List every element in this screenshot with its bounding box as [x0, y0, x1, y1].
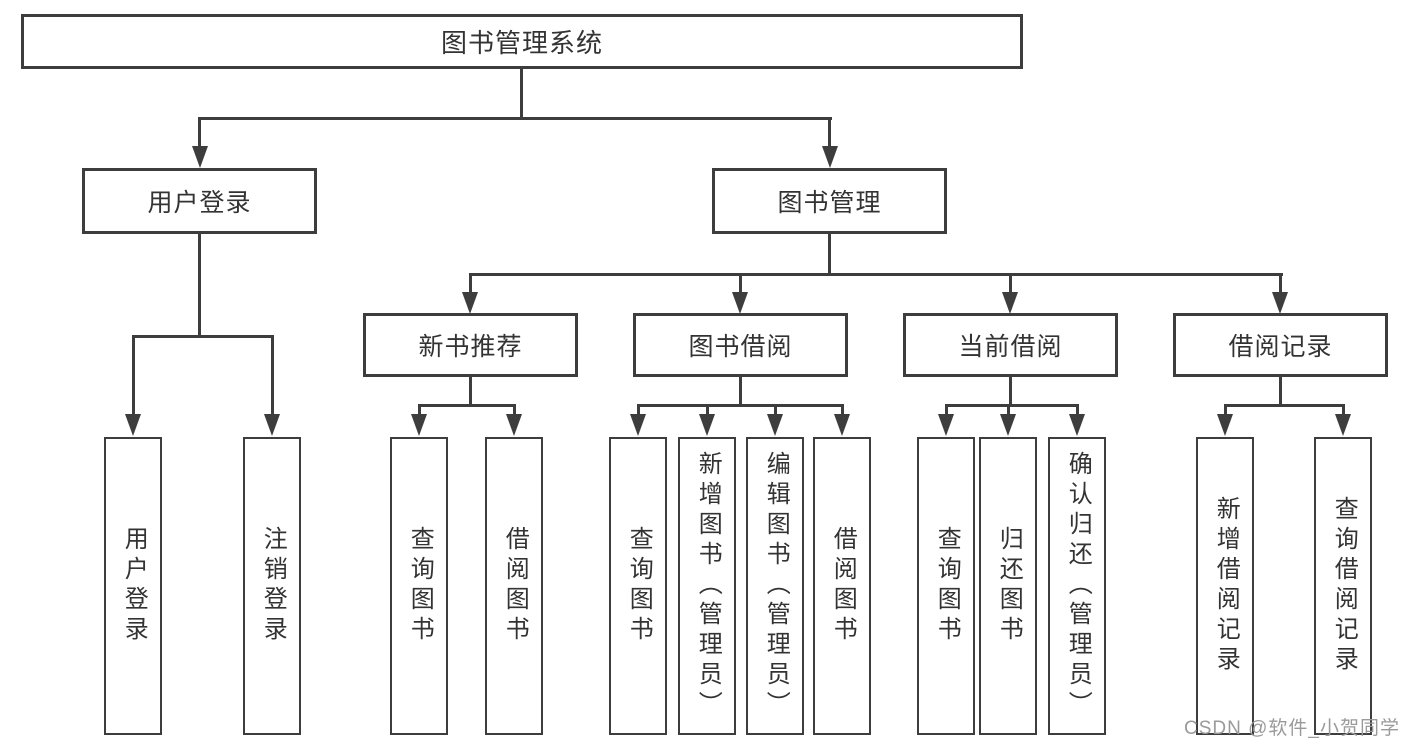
connector-level2-rail: [469, 273, 1283, 276]
connector-leaf-stub: [841, 404, 844, 416]
connector-leaf-stub: [513, 404, 516, 416]
leaf-return-books: 归还图书: [979, 437, 1037, 735]
arrowhead-down-icon: [630, 414, 646, 436]
node-root-label: 图书管理系统: [440, 28, 603, 58]
connector-to-user-login: [198, 117, 201, 147]
connector-new-book-recommend-rail: [418, 404, 516, 407]
connector-leaf-stub: [706, 404, 709, 416]
arrowhead-down-icon: [699, 414, 715, 436]
leaf-query-borrow-record-label: 查询借阅记录: [1330, 496, 1358, 676]
node-root: 图书管理系统: [21, 14, 1023, 69]
leaf-user-login-label: 用户登录: [120, 526, 148, 646]
arrowhead-down-icon: [1002, 292, 1018, 314]
arrowhead-down-icon: [192, 146, 208, 168]
arrowhead-down-icon: [411, 414, 427, 436]
arrowhead-down-icon: [834, 414, 850, 436]
node-book-management-label: 图书管理: [777, 189, 882, 217]
leaf-add-books-admin: 新增图书（管理员）: [678, 437, 736, 735]
leaf-borrow-books-1: 借阅图书: [485, 437, 543, 735]
leaf-edit-books-admin-label: 编辑图书（管理员）: [762, 451, 790, 721]
node-current-borrow: 当前借阅: [903, 313, 1118, 377]
leaf-confirm-return-admin-label: 确认归还（管理员）: [1064, 451, 1092, 721]
node-user-login-label: 用户登录: [147, 189, 252, 217]
node-borrow-records-label: 借阅记录: [1228, 333, 1333, 361]
arrowhead-down-icon: [1000, 414, 1016, 436]
leaf-query-books-3: 查询图书: [917, 437, 975, 735]
leaf-query-borrow-record: 查询借阅记录: [1314, 437, 1372, 735]
connector-user-login-rail: [132, 335, 274, 338]
node-borrow-records: 借阅记录: [1173, 313, 1388, 377]
leaf-logout-label: 注销登录: [259, 526, 287, 646]
connector-root-stem: [520, 69, 523, 120]
leaf-borrow-books-2-label: 借阅图书: [829, 526, 857, 646]
leaf-confirm-return-admin: 确认归还（管理员）: [1048, 437, 1106, 735]
arrowhead-down-icon: [1069, 414, 1085, 436]
connector-book-borrow-rail: [637, 404, 844, 407]
leaf-query-books-3-label: 查询图书: [933, 526, 961, 646]
connector-leaf-stub: [774, 404, 777, 416]
connector-leaf-stub: [1007, 404, 1010, 416]
leaf-query-books-1: 查询图书: [390, 437, 448, 735]
arrowhead-down-icon: [732, 292, 748, 314]
leaf-query-books-2: 查询图书: [609, 437, 667, 735]
arrowhead-down-icon: [462, 292, 478, 314]
connector-book-management-stem: [828, 234, 831, 275]
connector-user-login-stem: [198, 234, 201, 337]
arrowhead-down-icon: [506, 414, 522, 436]
connector-to-current-borrow: [1009, 273, 1012, 293]
node-book-management: 图书管理: [712, 168, 947, 234]
connector-to-leaf-user-login: [132, 335, 135, 415]
leaf-add-books-admin-label: 新增图书（管理员）: [694, 451, 722, 721]
arrowhead-down-icon: [1335, 414, 1351, 436]
arrowhead-down-icon: [938, 414, 954, 436]
node-book-borrow-label: 图书借阅: [688, 333, 793, 361]
leaf-add-borrow-record-label: 新增借阅记录: [1212, 496, 1240, 676]
watermark: CSDN @软件_小贺同学: [1184, 718, 1400, 739]
leaf-return-books-label: 归还图书: [995, 526, 1023, 646]
connector-current-borrow-rail: [945, 404, 1079, 407]
connector-borrow-records-stem: [1279, 377, 1282, 406]
leaf-edit-books-admin: 编辑图书（管理员）: [746, 437, 804, 735]
arrowhead-down-icon: [264, 414, 280, 436]
connector-current-borrow-stem: [1009, 377, 1012, 406]
arrowhead-down-icon: [767, 414, 783, 436]
leaf-borrow-books-2: 借阅图书: [813, 437, 871, 735]
node-new-book-recommend-label: 新书推荐: [418, 333, 523, 361]
arrowhead-down-icon: [125, 414, 141, 436]
arrowhead-down-icon: [1217, 414, 1233, 436]
connector-leaf-stub: [945, 404, 948, 416]
connector-leaf-stub: [1342, 404, 1345, 416]
leaf-user-login: 用户登录: [104, 437, 162, 735]
connector-to-borrow-records: [1279, 273, 1282, 293]
arrowhead-down-icon: [822, 146, 838, 168]
node-book-borrow: 图书借阅: [633, 313, 848, 377]
leaf-query-books-1-label: 查询图书: [406, 526, 434, 646]
connector-level1-rail: [198, 117, 832, 120]
connector-borrow-records-rail: [1224, 404, 1345, 407]
connector-leaf-stub: [418, 404, 421, 416]
connector-new-book-recommend-stem: [469, 377, 472, 406]
node-user-login: 用户登录: [82, 168, 317, 234]
connector-to-book-management: [828, 117, 831, 147]
connector-leaf-stub: [1076, 404, 1079, 416]
node-current-borrow-label: 当前借阅: [958, 333, 1063, 361]
leaf-add-borrow-record: 新增借阅记录: [1196, 437, 1254, 735]
connector-to-leaf-logout: [271, 335, 274, 415]
leaf-borrow-books-1-label: 借阅图书: [501, 526, 529, 646]
connector-leaf-stub: [637, 404, 640, 416]
connector-leaf-stub: [1224, 404, 1227, 416]
arrowhead-down-icon: [1272, 292, 1288, 314]
connector-to-book-borrow: [739, 273, 742, 293]
leaf-query-books-2-label: 查询图书: [625, 526, 653, 646]
connector-to-new-book-recommend: [469, 273, 472, 293]
leaf-logout: 注销登录: [243, 437, 301, 735]
node-new-book-recommend: 新书推荐: [363, 313, 578, 377]
connector-book-borrow-stem: [739, 377, 742, 406]
